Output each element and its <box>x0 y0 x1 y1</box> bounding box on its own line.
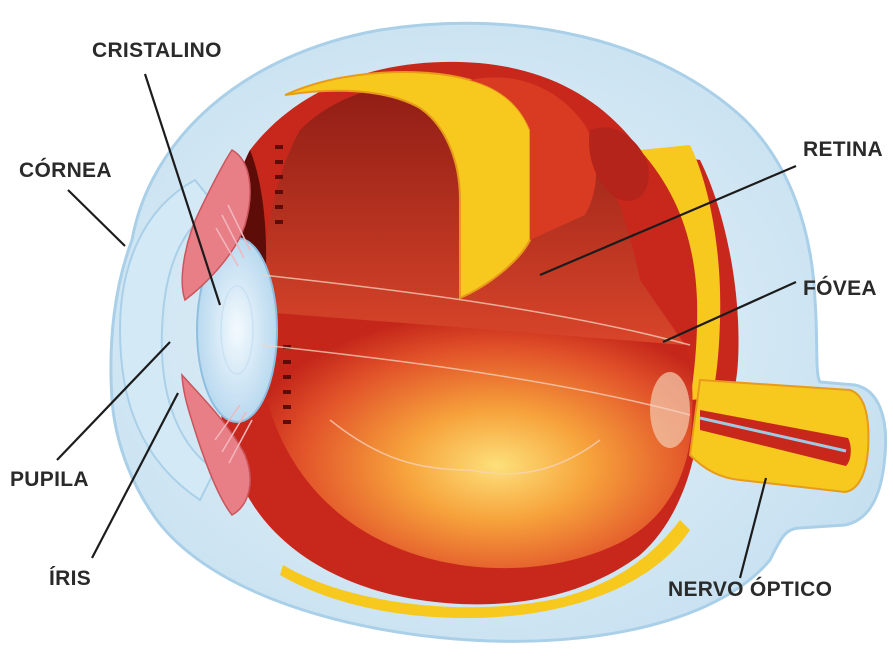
label-pupila: PUPILA <box>10 469 89 490</box>
label-cornea: CÓRNEA <box>19 160 112 181</box>
label-iris: ÍRIS <box>49 568 91 589</box>
label-nervo-optico: NERVO ÓPTICO <box>668 579 832 600</box>
label-retina: RETINA <box>803 139 883 160</box>
label-fovea: FÓVEA <box>803 278 877 299</box>
label-cristalino: CRISTALINO <box>92 40 222 61</box>
